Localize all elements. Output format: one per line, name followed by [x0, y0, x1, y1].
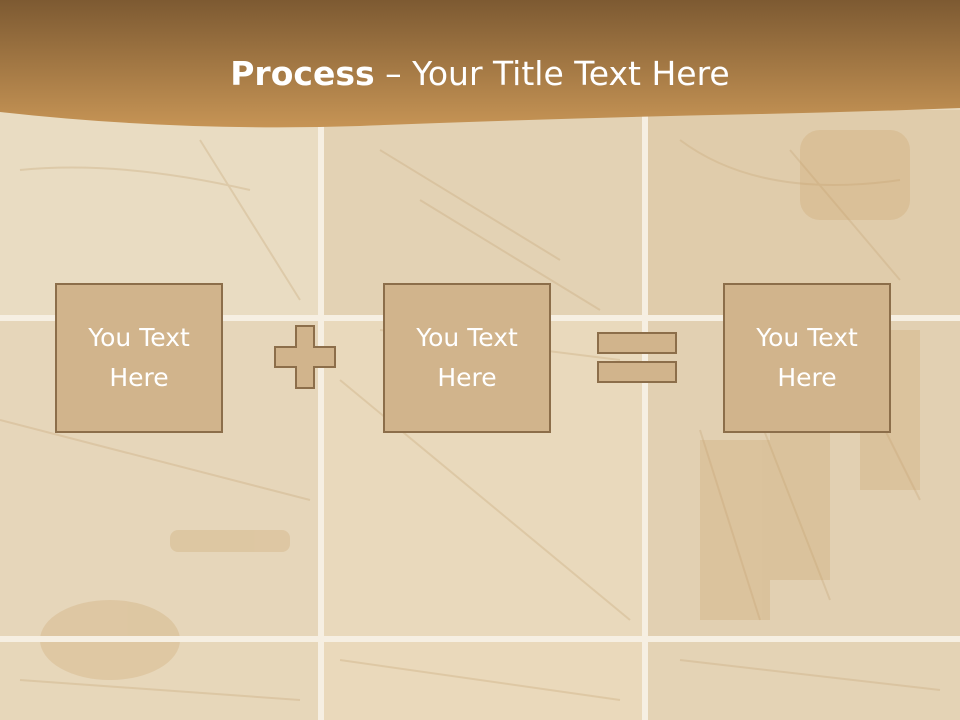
title-bold: Process: [230, 54, 375, 93]
plus-icon: [274, 325, 336, 389]
equals-icon: [597, 332, 677, 383]
process-box-3[interactable]: You Text Here: [723, 283, 891, 433]
process-box-2[interactable]: You Text Here: [383, 283, 551, 433]
slide-title: Process – Your Title Text Here: [0, 52, 960, 96]
title-rest: – Your Title Text Here: [374, 54, 730, 93]
process-box-1[interactable]: You Text Here: [55, 283, 223, 433]
